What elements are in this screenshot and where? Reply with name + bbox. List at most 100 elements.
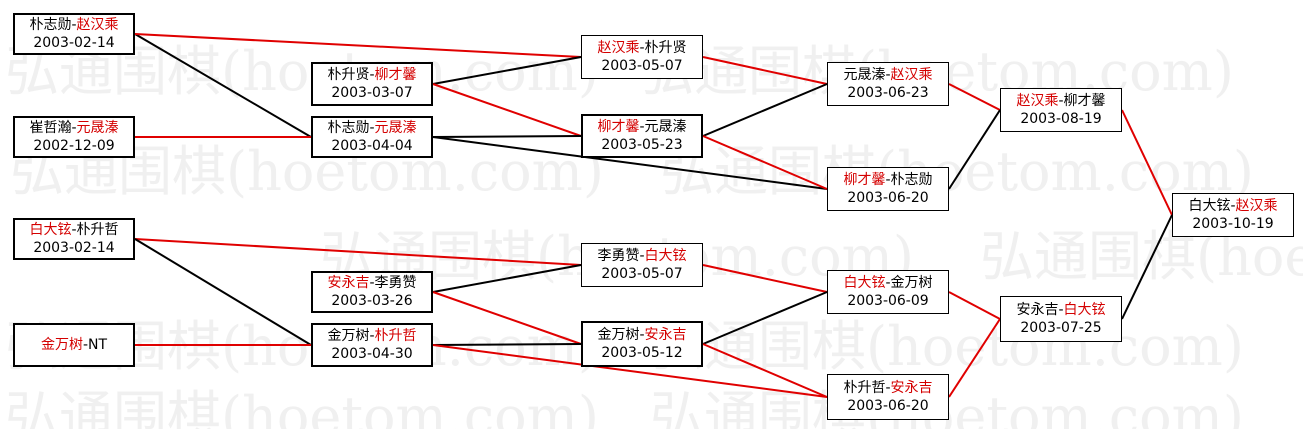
match-players: 朴升贤-柳才馨 (327, 66, 416, 84)
winner-connector (948, 291, 1001, 320)
player-name: 朴升哲 (843, 380, 886, 396)
match-date: 2003-05-07 (601, 266, 683, 282)
separator: - (82, 337, 89, 353)
separator: - (71, 120, 77, 136)
match-date: 2003-08-19 (1020, 111, 1102, 127)
player-name: 赵汉乘 (1016, 93, 1059, 109)
match-players: 崔哲瀚-元晟溱 (29, 119, 118, 137)
match-date: 2003-03-07 (331, 85, 413, 101)
winner-connector (134, 238, 582, 266)
separator: - (1230, 198, 1236, 214)
player-name: 元晟溱 (76, 120, 119, 136)
winner-connector (948, 318, 1001, 398)
watermark-text: 弘通围棋(hoetom.com) (5, 385, 599, 429)
player-name: 朴志勋 (327, 120, 370, 136)
player-name: 柳才馨 (1063, 93, 1106, 109)
winner-connector (702, 343, 828, 398)
match-date: 2003-05-07 (601, 58, 683, 74)
match-players: 金万树-安永吉 (597, 326, 686, 344)
winner-connector (1121, 109, 1173, 216)
match-players: 柳才馨-朴志勋 (843, 171, 932, 189)
winner-connector (948, 83, 1001, 111)
match-date: 2003-06-20 (847, 190, 929, 206)
match-date: 2003-05-12 (601, 345, 683, 361)
separator: - (369, 275, 375, 291)
separator: - (639, 119, 645, 135)
player-name: 柳才馨 (597, 119, 640, 135)
player-name: 赵汉乘 (890, 67, 933, 83)
loser-connector (432, 56, 582, 85)
player-name: 柳才馨 (374, 67, 417, 83)
loser-connector (948, 109, 1001, 190)
separator: - (1058, 93, 1064, 109)
separator: - (369, 67, 375, 83)
player-name: 赵汉乘 (597, 40, 640, 56)
winner-connector (432, 291, 582, 345)
player-name: 金万树 (327, 328, 370, 344)
loser-connector (134, 33, 312, 138)
player-name: 李勇赞 (374, 275, 417, 291)
match-date: 2003-10-19 (1192, 216, 1274, 232)
separator: - (639, 248, 645, 264)
winner-connector (702, 135, 828, 190)
loser-connector (432, 343, 582, 346)
player-name: NT (88, 337, 108, 353)
separator: - (639, 327, 645, 343)
match-box-r1d[interactable]: 金万树-NT (13, 323, 135, 367)
separator: - (71, 222, 77, 238)
match-date: 2003-04-30 (331, 346, 413, 362)
match-date: 2003-02-14 (33, 35, 115, 51)
match-players: 赵汉乘-柳才馨 (1016, 92, 1105, 110)
match-date: 2003-07-25 (1020, 320, 1102, 336)
match-date: 2003-06-09 (847, 293, 929, 309)
player-name: 元晟溱 (843, 67, 886, 83)
separator: - (1058, 302, 1064, 318)
winner-connector (702, 56, 828, 85)
player-name: 赵汉乘 (1235, 198, 1278, 214)
winner-connector (432, 344, 828, 398)
match-date: 2003-02-14 (33, 240, 115, 256)
player-name: 朴升贤 (644, 40, 687, 56)
player-name: 赵汉乘 (76, 17, 119, 33)
winner-connector (432, 83, 582, 137)
winner-connector (134, 33, 582, 58)
match-players: 白大铉-赵汉乘 (1188, 197, 1277, 215)
match-players: 元晟溱-赵汉乘 (843, 66, 932, 84)
player-name: 元晟溱 (374, 120, 417, 136)
loser-connector (432, 135, 582, 138)
separator: - (71, 17, 77, 33)
loser-connector (702, 83, 828, 137)
player-name: 崔哲瀚 (29, 120, 72, 136)
player-name: 白大铉 (1063, 302, 1106, 318)
player-name: 朴升哲 (76, 222, 119, 238)
player-name: 柳才馨 (843, 172, 886, 188)
match-players: 安永吉-李勇赞 (327, 274, 416, 292)
match-players: 安永吉-白大铉 (1016, 301, 1105, 319)
match-players: 白大铉-朴升哲 (29, 221, 118, 239)
loser-connector (702, 291, 828, 345)
watermark-text: 弘通围棋(hoetom.com) (660, 140, 1254, 203)
match-players: 赵汉乘-朴升贤 (597, 39, 686, 57)
match-date: 2002-12-09 (33, 138, 115, 154)
match-players: 柳才馨-元晟溱 (597, 118, 686, 136)
loser-connector (1121, 214, 1173, 320)
